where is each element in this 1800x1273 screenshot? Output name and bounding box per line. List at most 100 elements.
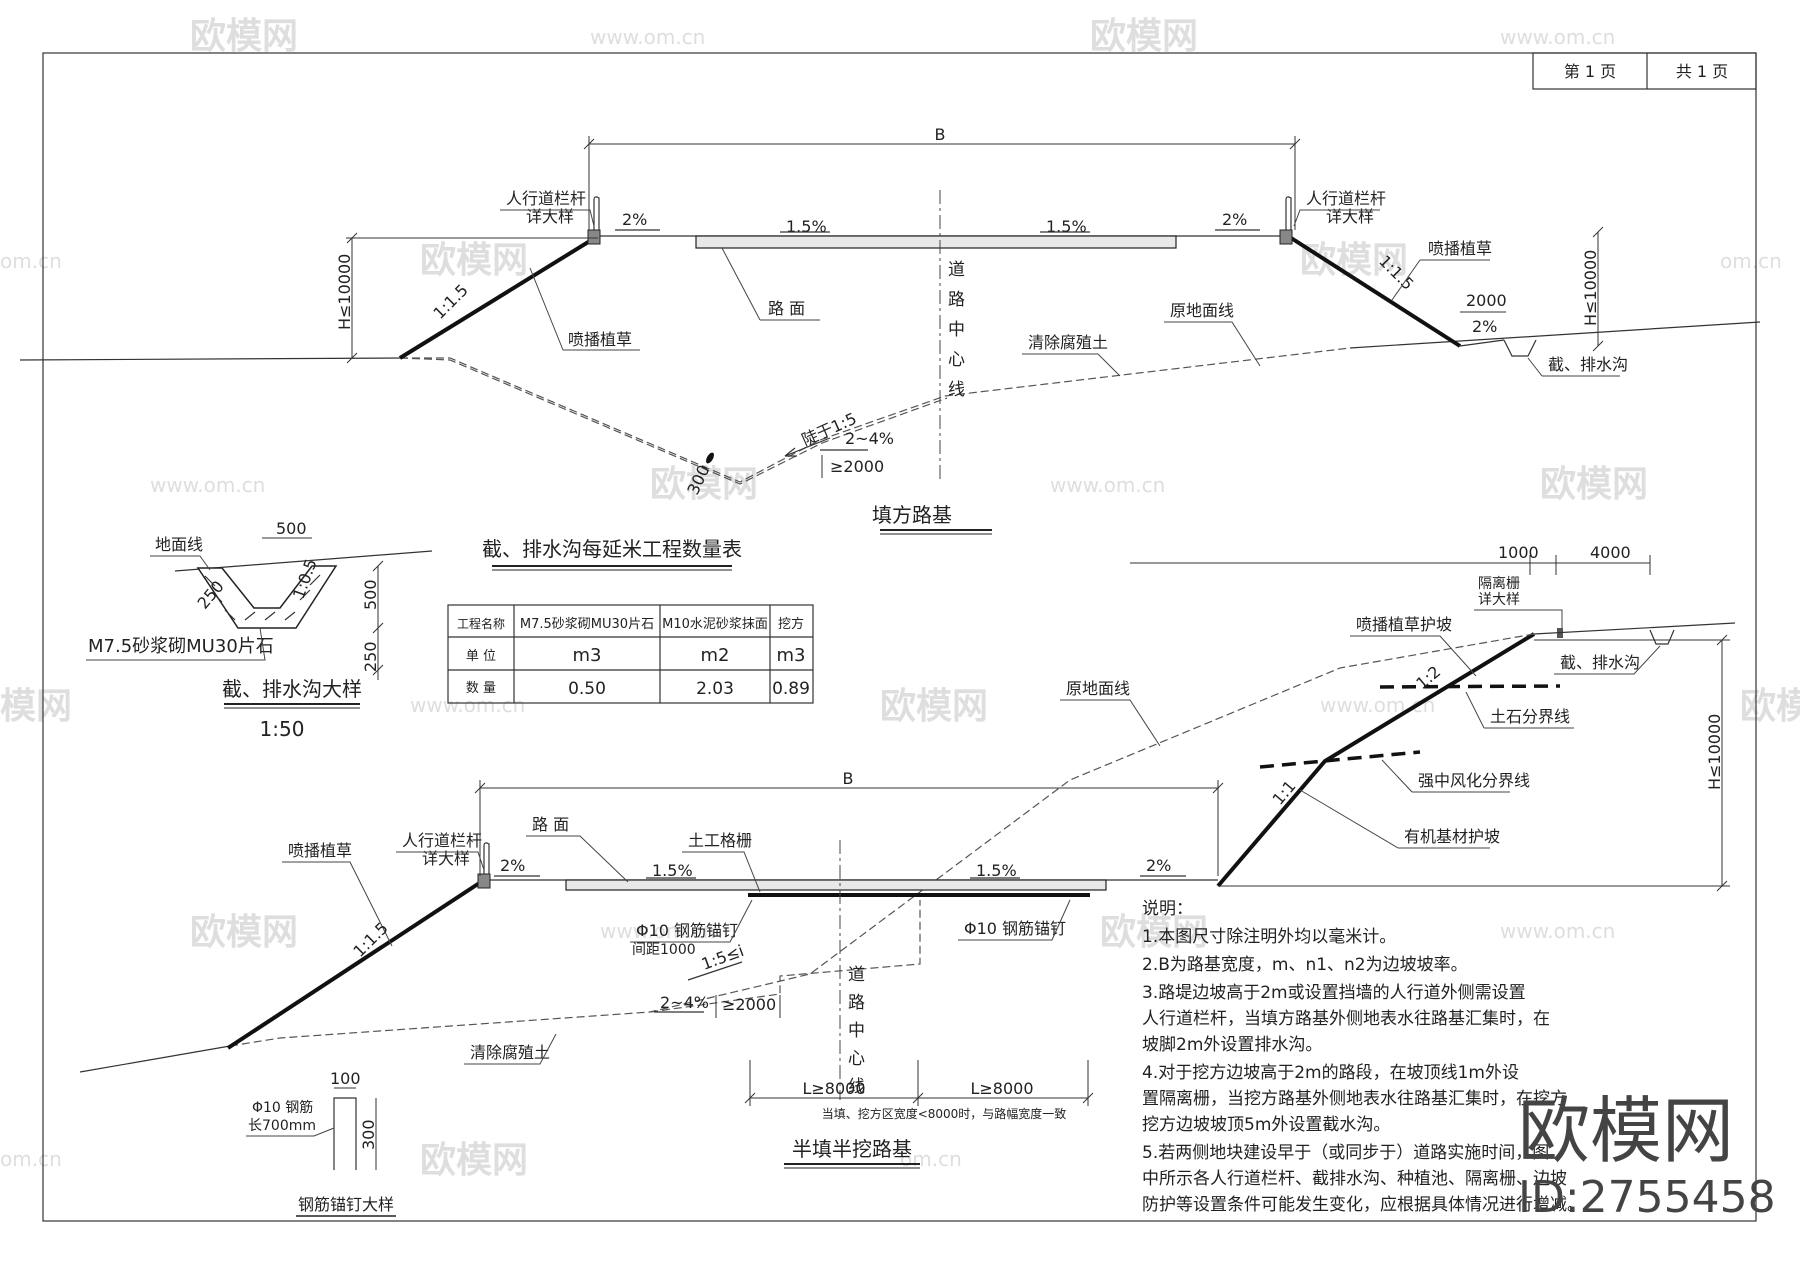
ditch-detail-title: 截、排水沟大样 — [222, 677, 362, 701]
railing-post — [477, 873, 491, 889]
original-ground-line — [944, 347, 1351, 397]
brand-stamp: 欧模网 ID:2755458 — [1518, 1089, 1776, 1223]
pavement-label: 路 面 — [768, 299, 805, 318]
center-line-char: 道 — [948, 260, 965, 280]
original-ground-label-half: 原地面线 — [1066, 679, 1130, 698]
table-cell: 单 位 — [466, 649, 496, 664]
watermark-brand: 欧模网 — [1100, 912, 1208, 953]
grade-2-left-half: 2% — [500, 856, 525, 875]
quantity-table: 截、排水沟每延米工程数量表 工程名称 M7.5砂浆砌MU30片石 M10水泥砂浆… — [447, 537, 814, 704]
table-header: 挖方 — [778, 616, 804, 632]
ditch-material: M7.5砂浆砌MU30片石 — [88, 636, 274, 657]
half-section-title: 半填半挖路基 — [792, 1137, 912, 1161]
height-left: H≤10000 — [335, 254, 354, 330]
table-header: M7.5砂浆砌MU30片石 — [520, 617, 654, 632]
notes: 说明： 1.本图尺寸除注明外均以毫米计。 2.B为路基宽度，m、n1、n2为边坡… — [1142, 899, 1584, 1215]
watermarks: 欧模网 www.om.cn 欧模网 www.om.cn om.cn 欧模网 欧模… — [0, 16, 1800, 1181]
half-section: 1000 4000 隔离栅 详大样 截、排水沟 B 喷播植草 — [79, 543, 1736, 1169]
step-grade-half: 2~4% — [660, 993, 709, 1012]
anchor-bar-label-2: 长700mm — [248, 1118, 316, 1134]
watermark-url: www.om.cn — [1050, 473, 1165, 497]
ditch-detail: 地面线 500 250 1:0.5 500 250 M7.5砂浆砌MU30片石 … — [86, 519, 433, 741]
ditch-masonry — [196, 565, 338, 629]
watermark-brand: 欧模网 — [190, 912, 298, 953]
note-line: 3.路堤边坡高于2m或设置挡墙的人行道外侧需设置 — [1142, 983, 1526, 1003]
center-line-char: 路 — [848, 993, 865, 1013]
note-line: 中所示各人行道栏杆、截排水沟、种植池、隔离栅、边坡 — [1142, 1169, 1567, 1189]
pavement-label-half: 路 面 — [532, 815, 569, 834]
masonry-hatch — [204, 574, 321, 621]
organic-label: 有机基材护坡 — [1404, 827, 1500, 846]
watermark-url-short: om.cn — [900, 1147, 962, 1171]
watermark-url-short: om.cn — [1720, 249, 1782, 273]
ditch-label: 截、排水沟 — [1548, 355, 1628, 374]
note-line: 置隔离栅，当挖方路基外侧地表水往路基汇集时，在挖方 — [1142, 1089, 1567, 1109]
ditch-dim-500-top: 500 — [276, 519, 307, 538]
center-line-char: 心 — [948, 350, 965, 370]
soil-rock-label: 土石分界线 — [1490, 707, 1570, 726]
fence-label-1: 隔离栅 — [1478, 575, 1520, 592]
ground-line — [19, 357, 401, 361]
center-line-char: 心 — [848, 1049, 865, 1069]
cleared-base-line — [400, 357, 946, 483]
l-left: L≥8000 — [802, 1079, 865, 1098]
slope-1-2: 1:2 — [1412, 662, 1444, 693]
stamp-brand: 欧模网 — [1518, 1089, 1734, 1173]
table-header: 工程名称 — [457, 616, 505, 631]
cut-slope — [1216, 632, 1536, 888]
anchor-label-right: Φ10 钢筋锚钉 — [964, 919, 1066, 938]
dim-b-half: B — [843, 769, 854, 788]
clear-soil-label: 清除腐殖土 — [1028, 333, 1108, 352]
dim-b: B — [935, 125, 946, 144]
soil-rock-boundary — [1379, 684, 1561, 689]
watermark-brand: 欧模网 — [420, 240, 528, 281]
l-note: 当填、挖方区宽度<8000时，与路幅宽度一致 — [822, 1106, 1067, 1121]
drawing-border — [42, 52, 1757, 1222]
stamp-id: ID:2755458 — [1518, 1172, 1776, 1223]
table-cell: m3 — [777, 645, 806, 666]
grass-protect-label: 喷播植草护坡 — [1356, 615, 1452, 634]
grade-2-left: 2% — [622, 210, 647, 229]
table-cell: 0.50 — [568, 679, 606, 699]
railing-label-left-2: 详大样 — [526, 207, 574, 226]
height-right: H≤10000 — [1581, 250, 1600, 326]
ditch-shape — [1649, 629, 1675, 645]
weathering-boundary — [1259, 750, 1421, 769]
grass-label-left: 喷播植草 — [568, 330, 632, 349]
anchor-label-left-2: 间距1000 — [632, 942, 696, 958]
page-number: 第 1 页 — [1564, 62, 1616, 81]
anchor-dim-300: 300 — [359, 1119, 378, 1150]
watermark-brand-partial: 欧模网 — [1740, 686, 1800, 727]
note-line: 防护等设置条件可能发生变化，应根据具体情况进行增减。 — [1142, 1195, 1584, 1215]
watermark-url: www.om.cn — [600, 919, 715, 943]
clear-soil-label-half: 清除腐殖土 — [470, 1043, 550, 1062]
anchor-label-left-1: Φ10 钢筋锚钉 — [636, 921, 738, 940]
note-line: 4.对于挖方边坡高于2m的路段，在坡顶线1m外设 — [1142, 1063, 1519, 1083]
center-line-char: 线 — [848, 1077, 865, 1097]
watermark-url: www.om.cn — [410, 693, 525, 717]
watermark-url-short: om.cn — [0, 249, 62, 273]
table-cell: 2.03 — [696, 679, 734, 699]
cleared-base-line — [399, 357, 948, 485]
step-width-half: ≥2000 — [722, 995, 776, 1014]
railing-right — [1285, 196, 1292, 230]
embankment-slope-right — [1286, 234, 1462, 348]
pavement-half — [565, 879, 1107, 891]
ditch-label: 截、排水沟 — [1560, 653, 1640, 672]
weathered-label: 强中风化分界线 — [1418, 771, 1530, 790]
fill-section-title: 填方路基 — [872, 503, 952, 527]
watermark-brand: 欧模网 — [190, 16, 298, 57]
grass-label-right: 喷播植草 — [1428, 239, 1492, 258]
railing-label-right-2: 详大样 — [1326, 207, 1374, 226]
dim-4000: 4000 — [1590, 543, 1631, 562]
step-width: ≥2000 — [830, 457, 884, 476]
note-line: 1.本图尺寸除注明外均以毫米计。 — [1142, 927, 1396, 947]
railing-label-half-1: 人行道栏杆 — [402, 831, 482, 850]
note-line: 人行道栏杆，当填方路基外侧地表水往路基汇集时，在 — [1142, 1009, 1550, 1029]
anchor-bar — [333, 1097, 357, 1170]
ground-line — [79, 1045, 231, 1073]
grade-15-left-half: 1.5% — [652, 861, 693, 880]
watermark-url: www.om.cn — [590, 25, 705, 49]
geogrid-label: 土工格栅 — [688, 831, 752, 850]
page-total: 共 1 页 — [1676, 62, 1728, 81]
